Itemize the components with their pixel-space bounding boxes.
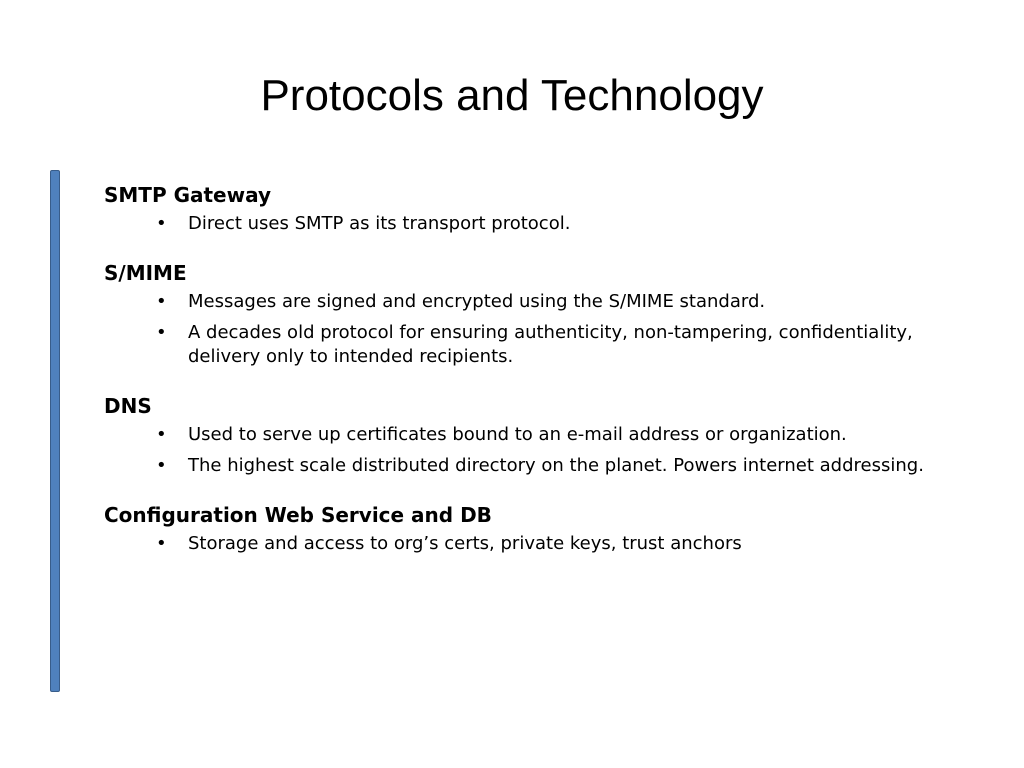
slide-content: SMTP Gateway • Direct uses SMTP as its t…: [104, 180, 984, 578]
bullet-item: • Direct uses SMTP as its transport prot…: [104, 212, 984, 236]
bullet-item: • Messages are signed and encrypted usin…: [104, 290, 984, 314]
bullet-icon: •: [156, 291, 167, 312]
bullet-icon: •: [156, 424, 167, 445]
bullet-icon: •: [156, 533, 167, 554]
bullet-icon: •: [156, 455, 167, 476]
section-heading: DNS: [104, 394, 152, 418]
section-heading: SMTP Gateway: [104, 183, 272, 207]
section-config-web-service: Configuration Web Service and DB • Stora…: [104, 500, 984, 556]
bullet-list: • Direct uses SMTP as its transport prot…: [104, 212, 984, 236]
bullet-icon: •: [156, 322, 167, 343]
slide-title: Protocols and Technology: [260, 71, 764, 120]
bullet-list: • Used to serve up certificates bound to…: [104, 423, 984, 478]
bullet-item: • A decades old protocol for ensuring au…: [104, 321, 984, 369]
bullet-text: Storage and access to org’s certs, priva…: [188, 533, 742, 554]
bullet-text: The highest scale distributed directory …: [188, 455, 924, 476]
bullet-icon: •: [156, 213, 167, 234]
bullet-list: • Storage and access to org’s certs, pri…: [104, 532, 984, 556]
section-smtp-gateway: SMTP Gateway • Direct uses SMTP as its t…: [104, 180, 984, 236]
bullet-text: Messages are signed and encrypted using …: [188, 291, 766, 312]
section-dns: DNS • Used to serve up certificates boun…: [104, 391, 984, 478]
bullet-text: A decades old protocol for ensuring auth…: [188, 322, 913, 367]
bullet-text: Used to serve up certificates bound to a…: [188, 424, 847, 445]
bullet-item: • The highest scale distributed director…: [104, 454, 984, 478]
bullet-item: • Used to serve up certificates bound to…: [104, 423, 984, 447]
accent-bar: [50, 170, 60, 692]
section-heading: S/MIME: [104, 261, 187, 285]
bullet-item: • Storage and access to org’s certs, pri…: [104, 532, 984, 556]
section-heading: Configuration Web Service and DB: [104, 503, 492, 527]
section-smime: S/MIME • Messages are signed and encrypt…: [104, 258, 984, 369]
bullet-text: Direct uses SMTP as its transport protoc…: [188, 213, 571, 234]
bullet-list: • Messages are signed and encrypted usin…: [104, 290, 984, 369]
